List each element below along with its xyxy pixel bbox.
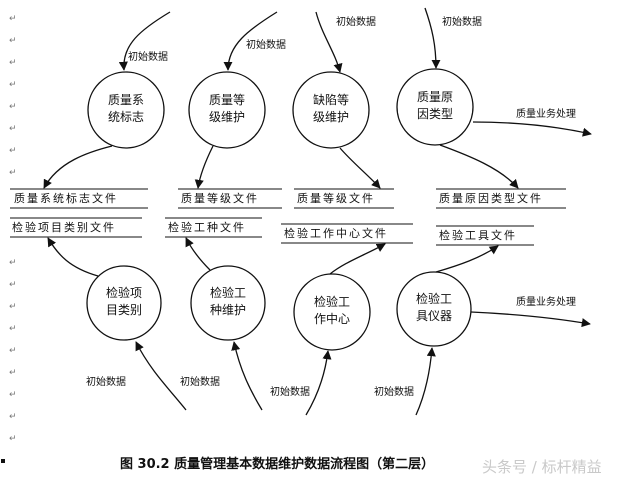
store-inspection-tools-file: 检验工具文件 [436,225,534,246]
svg-text:质量业务处理: 质量业务处理 [516,107,576,120]
store-quality-system-mark-file: 质量系统标志文件 [10,188,148,209]
paragraph-mark: ↵ [9,280,17,290]
svg-text:检验工作中心文件: 检验工作中心文件 [284,226,388,240]
svg-text:质量系统标志文件: 质量系统标志文件 [14,191,118,205]
paragraph-mark: ↵ [9,124,17,134]
process-inspection-item-category: 检验项 目类别 [86,265,162,341]
svg-text:因类型: 因类型 [417,107,453,121]
svg-text:种维护: 种维护 [210,303,246,317]
paragraph-mark: ↵ [9,258,17,268]
svg-text:质量原: 质量原 [417,90,453,104]
svg-text:检验工: 检验工 [210,285,246,300]
flow-initial-data-p5: 初始数据 [86,341,187,411]
flow-initial-data-p7: 初始数据 [270,350,332,416]
svg-text:初始数据: 初始数据 [336,15,376,28]
paragraph-mark: ↵ [9,390,17,400]
paragraph-mark: ↵ [9,36,17,46]
paragraph-mark: ↵ [9,146,17,156]
process-defect-grade: 缺陷等 级维护 [292,71,370,149]
paragraph-mark: ↵ [9,302,17,312]
flow-p5-to-store [47,237,99,277]
svg-text:作中心: 作中心 [314,311,350,326]
flow-initial-data-p4: 初始数据 [424,7,482,69]
flow-p4-quality-business: 质量业务处理 [472,107,592,137]
svg-text:质量等级文件: 质量等级文件 [181,191,259,205]
paragraph-mark: ↵ [9,324,17,334]
flow-p2-to-store [194,145,214,189]
paragraph-mark: ↵ [9,412,17,422]
paragraph-mark: ↵ [9,168,17,178]
flow-p3-to-store [339,147,381,189]
svg-text:质量等: 质量等 [209,93,245,107]
svg-text:目类别: 目类别 [106,303,142,317]
paragraph-mark: ↵ [9,102,17,112]
paragraph-mark: ↵ [9,14,17,24]
svg-text:检验工具文件: 检验工具文件 [439,228,517,242]
process-inspection-tools: 检验工 具仪器 [396,271,472,347]
paragraph-mark: ↵ [9,346,17,356]
store-inspection-item-category-file: 检验项目类别文件 [10,217,142,238]
svg-text:质量等级文件: 质量等级文件 [297,191,375,205]
svg-text:检验项目类别文件: 检验项目类别文件 [12,220,116,234]
store-quality-cause-type-file: 质量原因类型文件 [436,188,566,209]
watermark: 头条号 / 标杆精益 [482,458,602,476]
svg-text:质量系: 质量系 [108,93,144,107]
store-inspection-trade-file: 检验工种文件 [165,217,262,238]
paragraph-mark: ↵ [9,434,17,444]
svg-text:初始数据: 初始数据 [246,38,286,51]
process-quality-grade: 质量等 级维护 [188,71,266,149]
list-bullet [1,459,5,463]
svg-text:级维护: 级维护 [313,110,349,124]
store-inspection-work-center-file: 检验工作中心文件 [281,223,413,244]
process-inspection-work-center: 检验工 作中心 [293,273,371,351]
flow-initial-data-p2: 初始数据 [223,11,286,71]
svg-text:初始数据: 初始数据 [374,385,414,398]
process-quality-system-mark: 质量系 统标志 [87,71,165,149]
flow-p7-to-store [329,243,386,275]
paragraph-mark: ↵ [9,80,17,90]
svg-text:初始数据: 初始数据 [442,15,482,28]
process-inspection-trade: 检验工 种维护 [190,265,266,341]
svg-text:缺陷等: 缺陷等 [313,92,349,107]
flow-initial-data-p6: 初始数据 [180,341,263,411]
svg-text:初始数据: 初始数据 [270,385,310,398]
paragraph-mark: ↵ [9,368,17,378]
svg-text:检验工: 检验工 [314,294,350,309]
flow-p4-to-store [439,144,519,189]
svg-text:检验项: 检验项 [106,285,142,300]
flow-initial-data-p3: 初始数据 [315,11,376,73]
process-quality-cause-type: 质量原 因类型 [396,68,474,146]
store-quality-grade-file-1: 质量等级文件 [178,188,282,209]
svg-text:检验工种文件: 检验工种文件 [168,220,246,234]
flow-p8-quality-business: 质量业务处理 [470,295,591,328]
flow-p6-to-store [185,237,211,271]
store-quality-grade-file-2: 质量等级文件 [294,188,394,209]
svg-text:级维护: 级维护 [209,110,245,124]
paragraph-mark: ↵ [9,58,17,68]
flow-p1-to-store [43,145,113,189]
svg-text:质量业务处理: 质量业务处理 [516,295,576,308]
svg-text:检验工: 检验工 [416,291,452,306]
flow-initial-data-p8: 初始数据 [374,347,436,416]
flow-p8-to-store [435,245,499,273]
svg-text:质量原因类型文件: 质量原因类型文件 [439,191,543,205]
svg-text:初始数据: 初始数据 [86,375,126,388]
svg-text:统标志: 统标志 [108,110,144,124]
svg-text:初始数据: 初始数据 [180,375,220,388]
svg-text:具仪器: 具仪器 [416,309,452,323]
figure-caption: 图 30.2 质量管理基本数据维护数据流程图（第二层） [120,457,435,472]
flow-initial-data-p1: 初始数据 [118,11,171,71]
svg-text:初始数据: 初始数据 [128,50,168,63]
